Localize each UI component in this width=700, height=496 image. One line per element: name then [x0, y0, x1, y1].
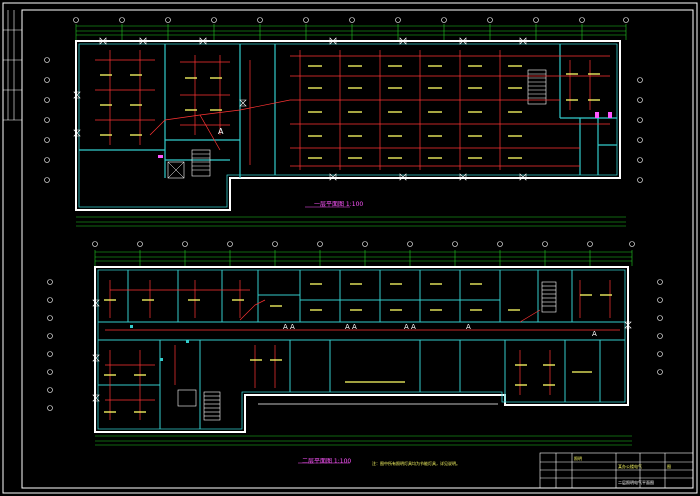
dimension-ticks-top-2: [94, 250, 633, 266]
title-block-field-3: 图: [667, 464, 671, 469]
dimension-lines-bottom-2: [95, 435, 632, 446]
axis-bubbles-right: [637, 77, 643, 183]
second-floor-plan-title: 二层平面图 1:100: [302, 458, 352, 465]
axis-bubbles-left-2: [47, 279, 53, 411]
title-block-field-2: 某办公楼电气: [618, 464, 642, 469]
stair-floor2-east: [541, 281, 557, 313]
elevator-box-floor1: [167, 161, 185, 179]
stair-floor1-west: [191, 149, 211, 177]
left-margin-strip: [3, 10, 22, 121]
axis-bubbles-top: [73, 17, 629, 23]
window-symbols-floor2: [92, 299, 632, 402]
dimension-lines-bottom: [76, 216, 626, 227]
axis-bubbles-left: [44, 57, 50, 183]
title-block: [539, 452, 694, 489]
exterior-wall-inner-floor2: [97, 269, 626, 430]
exterior-wall-inner-floor1: [78, 43, 618, 208]
first-floor-plan-title: 一层平面图 1:100: [314, 201, 364, 208]
light-fixtures-floor1: [100, 65, 600, 159]
window-symbols-floor1: [73, 37, 527, 181]
sheet-inner-border: [21, 9, 694, 489]
distribution-boards-floor1: [158, 112, 612, 158]
axis-bubbles-right-2: [657, 279, 663, 375]
junction-boxes-floor2: [130, 325, 189, 361]
svg-text:A: A: [592, 330, 597, 338]
drawing-note: 注：图中所有照明灯具均为节能灯具，详见说明。: [372, 461, 460, 466]
exterior-wall-floor1: [75, 40, 621, 211]
title-block-sheet-name: 二层照明电气平面图: [618, 480, 654, 485]
room-partitions-floor2: [98, 270, 601, 429]
lighting-circuits-floor1: [95, 50, 610, 170]
elevator-box-floor2: [177, 389, 197, 407]
lighting-circuits-floor2: [105, 280, 620, 420]
first-floor-plan: A: [44, 17, 643, 227]
svg-text:A: A: [466, 323, 471, 331]
axis-bubbles-top-2: [92, 241, 635, 247]
dimension-lines-top-2: [95, 251, 632, 262]
svg-text:A A: A A: [345, 323, 357, 331]
dimension-lines-top: [76, 25, 626, 36]
dimension-ticks-top: [75, 24, 627, 40]
svg-text:A A: A A: [283, 323, 295, 331]
stair-floor2-west: [203, 391, 221, 421]
stair-floor1-east: [527, 69, 547, 105]
light-fixtures-floor2: [104, 283, 612, 413]
svg-text:A A: A A: [404, 323, 416, 331]
title-block-field-1: 照明: [574, 456, 582, 461]
corridor-walls-floor2: [98, 321, 625, 341]
junction-label-floor1: A: [218, 127, 224, 136]
